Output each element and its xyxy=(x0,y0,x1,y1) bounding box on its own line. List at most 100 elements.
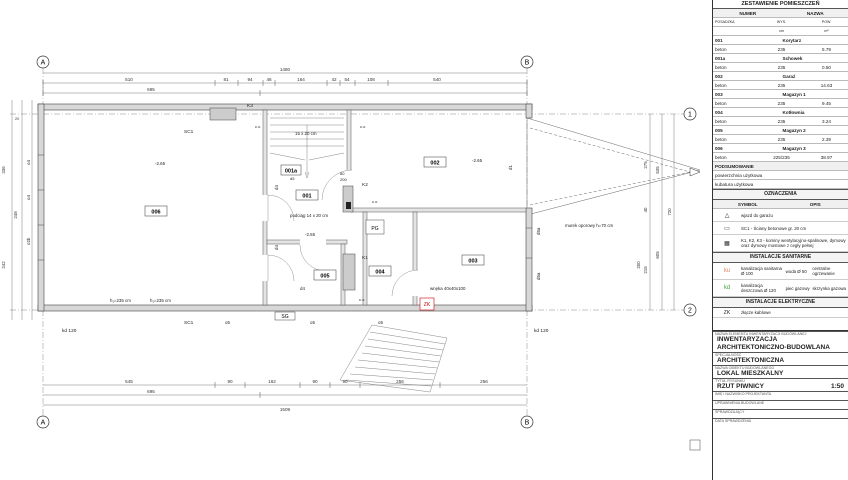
svg-text:A: A xyxy=(41,420,46,427)
room-006: 006 xyxy=(151,210,160,216)
chimney-k2 xyxy=(342,185,354,213)
svg-text:200: 200 xyxy=(340,177,347,182)
svg-text:46: 46 xyxy=(266,77,272,82)
label-k1: K1 xyxy=(362,255,368,261)
svg-text:c.o: c.o xyxy=(255,124,261,129)
svg-text:o5: o5 xyxy=(378,320,383,325)
room-004: 004 xyxy=(375,270,385,276)
svg-text:d4: d4 xyxy=(274,185,279,190)
label-wneka: wnęka 40x40x100 xyxy=(430,286,466,291)
svg-text:-2.55: -2.55 xyxy=(305,232,316,237)
title-scale: 1:50 xyxy=(830,383,844,390)
staircase-exterior xyxy=(339,324,448,393)
svg-text:1: 1 xyxy=(688,112,692,119)
axis-marker-2: 2 xyxy=(683,303,697,317)
svg-text:40: 40 xyxy=(643,207,648,212)
svg-text:90: 90 xyxy=(227,379,233,384)
label-murek: murek oporowy h=70 cm xyxy=(565,223,614,228)
legend-row-chimneys: ▦K1, K2, K3 - kominy wentylacyjno-spalin… xyxy=(713,235,848,252)
svg-text:164: 164 xyxy=(297,77,305,82)
dim-total-top: 1480 xyxy=(280,67,291,72)
svg-text:2: 2 xyxy=(688,308,692,315)
svg-text:c.o: c.o xyxy=(360,124,366,129)
svg-text:PG: PG xyxy=(371,226,378,232)
axis-marker-b-bottom: B xyxy=(520,415,534,429)
svg-text:o2b: o2b xyxy=(26,237,31,245)
svg-text:20: 20 xyxy=(15,117,19,121)
svg-text:695: 695 xyxy=(147,87,155,92)
svg-text:200: 200 xyxy=(636,261,641,269)
staircase-interior xyxy=(269,117,345,179)
wall-hatch-icon: ▭ xyxy=(724,225,730,232)
svg-text:B: B xyxy=(525,420,530,427)
svg-text:162: 162 xyxy=(268,379,276,384)
svg-text:o4: o4 xyxy=(26,160,31,165)
svg-text:605: 605 xyxy=(655,251,660,259)
svg-text:d5a: d5a xyxy=(536,227,541,235)
axis-marker-1: 1 xyxy=(683,107,697,121)
svg-text:A: A xyxy=(41,60,46,67)
podciag-marker xyxy=(346,202,351,209)
room-002: 002 xyxy=(430,161,439,167)
svg-text:94: 94 xyxy=(247,77,253,82)
svg-text:275: 275 xyxy=(643,161,648,169)
svg-text:695: 695 xyxy=(147,389,155,394)
room-schedule-title: ZESTAWIENIE POMIESZCZEŃ xyxy=(713,0,848,9)
svg-text:540: 540 xyxy=(433,77,441,82)
drawing-frame-corner xyxy=(689,439,701,451)
svg-text:535: 535 xyxy=(655,166,660,174)
svg-text:d5: d5 xyxy=(290,176,295,181)
svg-text:720: 720 xyxy=(667,208,672,216)
sanitary-title: INSTALACJE SANITARNE xyxy=(713,252,848,263)
legend-row-walls: ▭SC1 - Ściany betonowe gr. 20 cm xyxy=(713,222,848,235)
label-kd120-left: kd 120 xyxy=(62,328,77,334)
svg-text:d1: d1 xyxy=(508,165,513,170)
svg-text:90: 90 xyxy=(342,379,348,384)
svg-text:B: B xyxy=(525,60,530,67)
room-003: 003 xyxy=(468,259,477,265)
svg-text:90: 90 xyxy=(312,379,318,384)
room-005: 005 xyxy=(320,274,329,280)
label-kd120-right: kd 120 xyxy=(534,328,549,334)
svg-text:c.o: c.o xyxy=(359,297,365,302)
svg-text:d4: d4 xyxy=(300,286,305,291)
legend-row-ramp: △wjazd do garażu xyxy=(713,209,848,222)
title-object: LOKAL MIESZKALNY xyxy=(717,370,784,377)
svg-text:545: 545 xyxy=(125,379,133,384)
title-inventory: INWENTARYZACJA xyxy=(717,336,778,343)
legend-title: OZNACZENIA xyxy=(713,189,848,200)
legend-row-sanitary: ku kanalizacja sanitarna Ø 100 woda Ø 50… xyxy=(713,263,848,280)
dim-total-bottom: 1509 xyxy=(280,407,291,412)
label-stairs: 15 x 20 cm xyxy=(295,131,317,136)
svg-text:81: 81 xyxy=(223,77,229,82)
chimney-k3 xyxy=(209,107,237,121)
title-block: NAZWA ELEMENTU INWENTARYZACJI BUDOWLANEJ… xyxy=(713,330,848,425)
svg-text:242: 242 xyxy=(1,261,6,269)
svg-text:h₁=235 cm: h₁=235 cm xyxy=(150,298,171,303)
floor-plan: A B A B 1 2 1480 510 81 xyxy=(1,55,701,451)
svg-text:108: 108 xyxy=(367,77,375,82)
legend-row-rainwater: kd kanalizacja deszczowa Ø 120 piec gazo… xyxy=(713,280,848,297)
title-drawing: RZUT PIWNICY xyxy=(717,383,764,390)
svg-text:d4: d4 xyxy=(274,245,279,250)
svg-text:SG: SG xyxy=(281,314,288,320)
room-001a: 001a xyxy=(285,169,298,175)
svg-text:d5a: d5a xyxy=(536,272,541,280)
zk-label: ZK xyxy=(424,302,431,308)
svg-text:o5: o5 xyxy=(310,320,315,325)
